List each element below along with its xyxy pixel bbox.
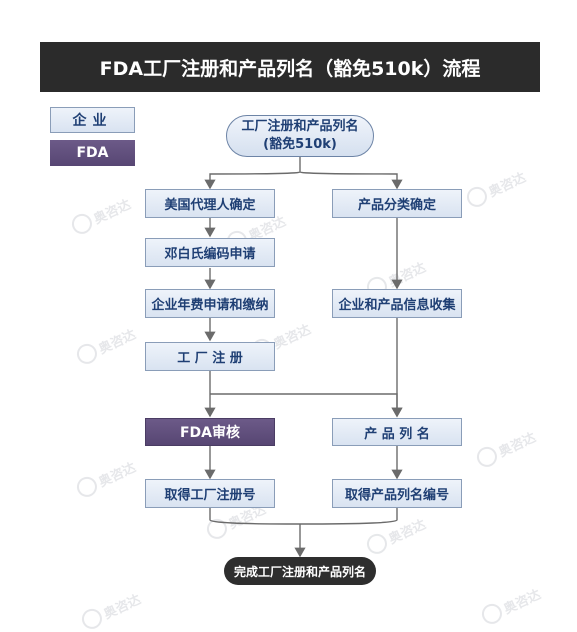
start-node: 工厂注册和产品列名 (豁免510k) [226, 115, 374, 157]
step-info-collection: 企业和产品信息收集 [332, 289, 462, 318]
step-fda-review: FDA审核 [145, 418, 275, 446]
start-node-line1: 工厂注册和产品列名 [241, 119, 359, 134]
step-product-classification: 产品分类确定 [332, 189, 462, 218]
step-get-registration-number: 取得工厂注册号 [145, 479, 275, 508]
step-annual-fee: 企业年费申请和缴纳 [145, 289, 275, 318]
step-us-agent: 美国代理人确定 [145, 189, 275, 218]
step-duns: 邓白氏编码申请 [145, 238, 275, 267]
end-node: 完成工厂注册和产品列名 [224, 557, 376, 585]
connector-line [299, 507, 398, 525]
step-product-listing: 产 品 列 名 [332, 418, 462, 446]
legend-fda: FDA [50, 140, 135, 166]
connector-arrow [299, 171, 403, 190]
start-node-line2: (豁免510k) [263, 137, 337, 152]
step-factory-registration: 工 厂 注 册 [145, 342, 275, 371]
connector-arrow [204, 171, 301, 190]
legend-company: 企业 [50, 107, 135, 133]
connector-arrow [210, 393, 403, 418]
page-title: FDA工厂注册和产品列名（豁免510k）流程 [40, 42, 540, 92]
connector-line [209, 507, 301, 525]
step-get-listing-number: 取得产品列名编号 [332, 479, 462, 508]
